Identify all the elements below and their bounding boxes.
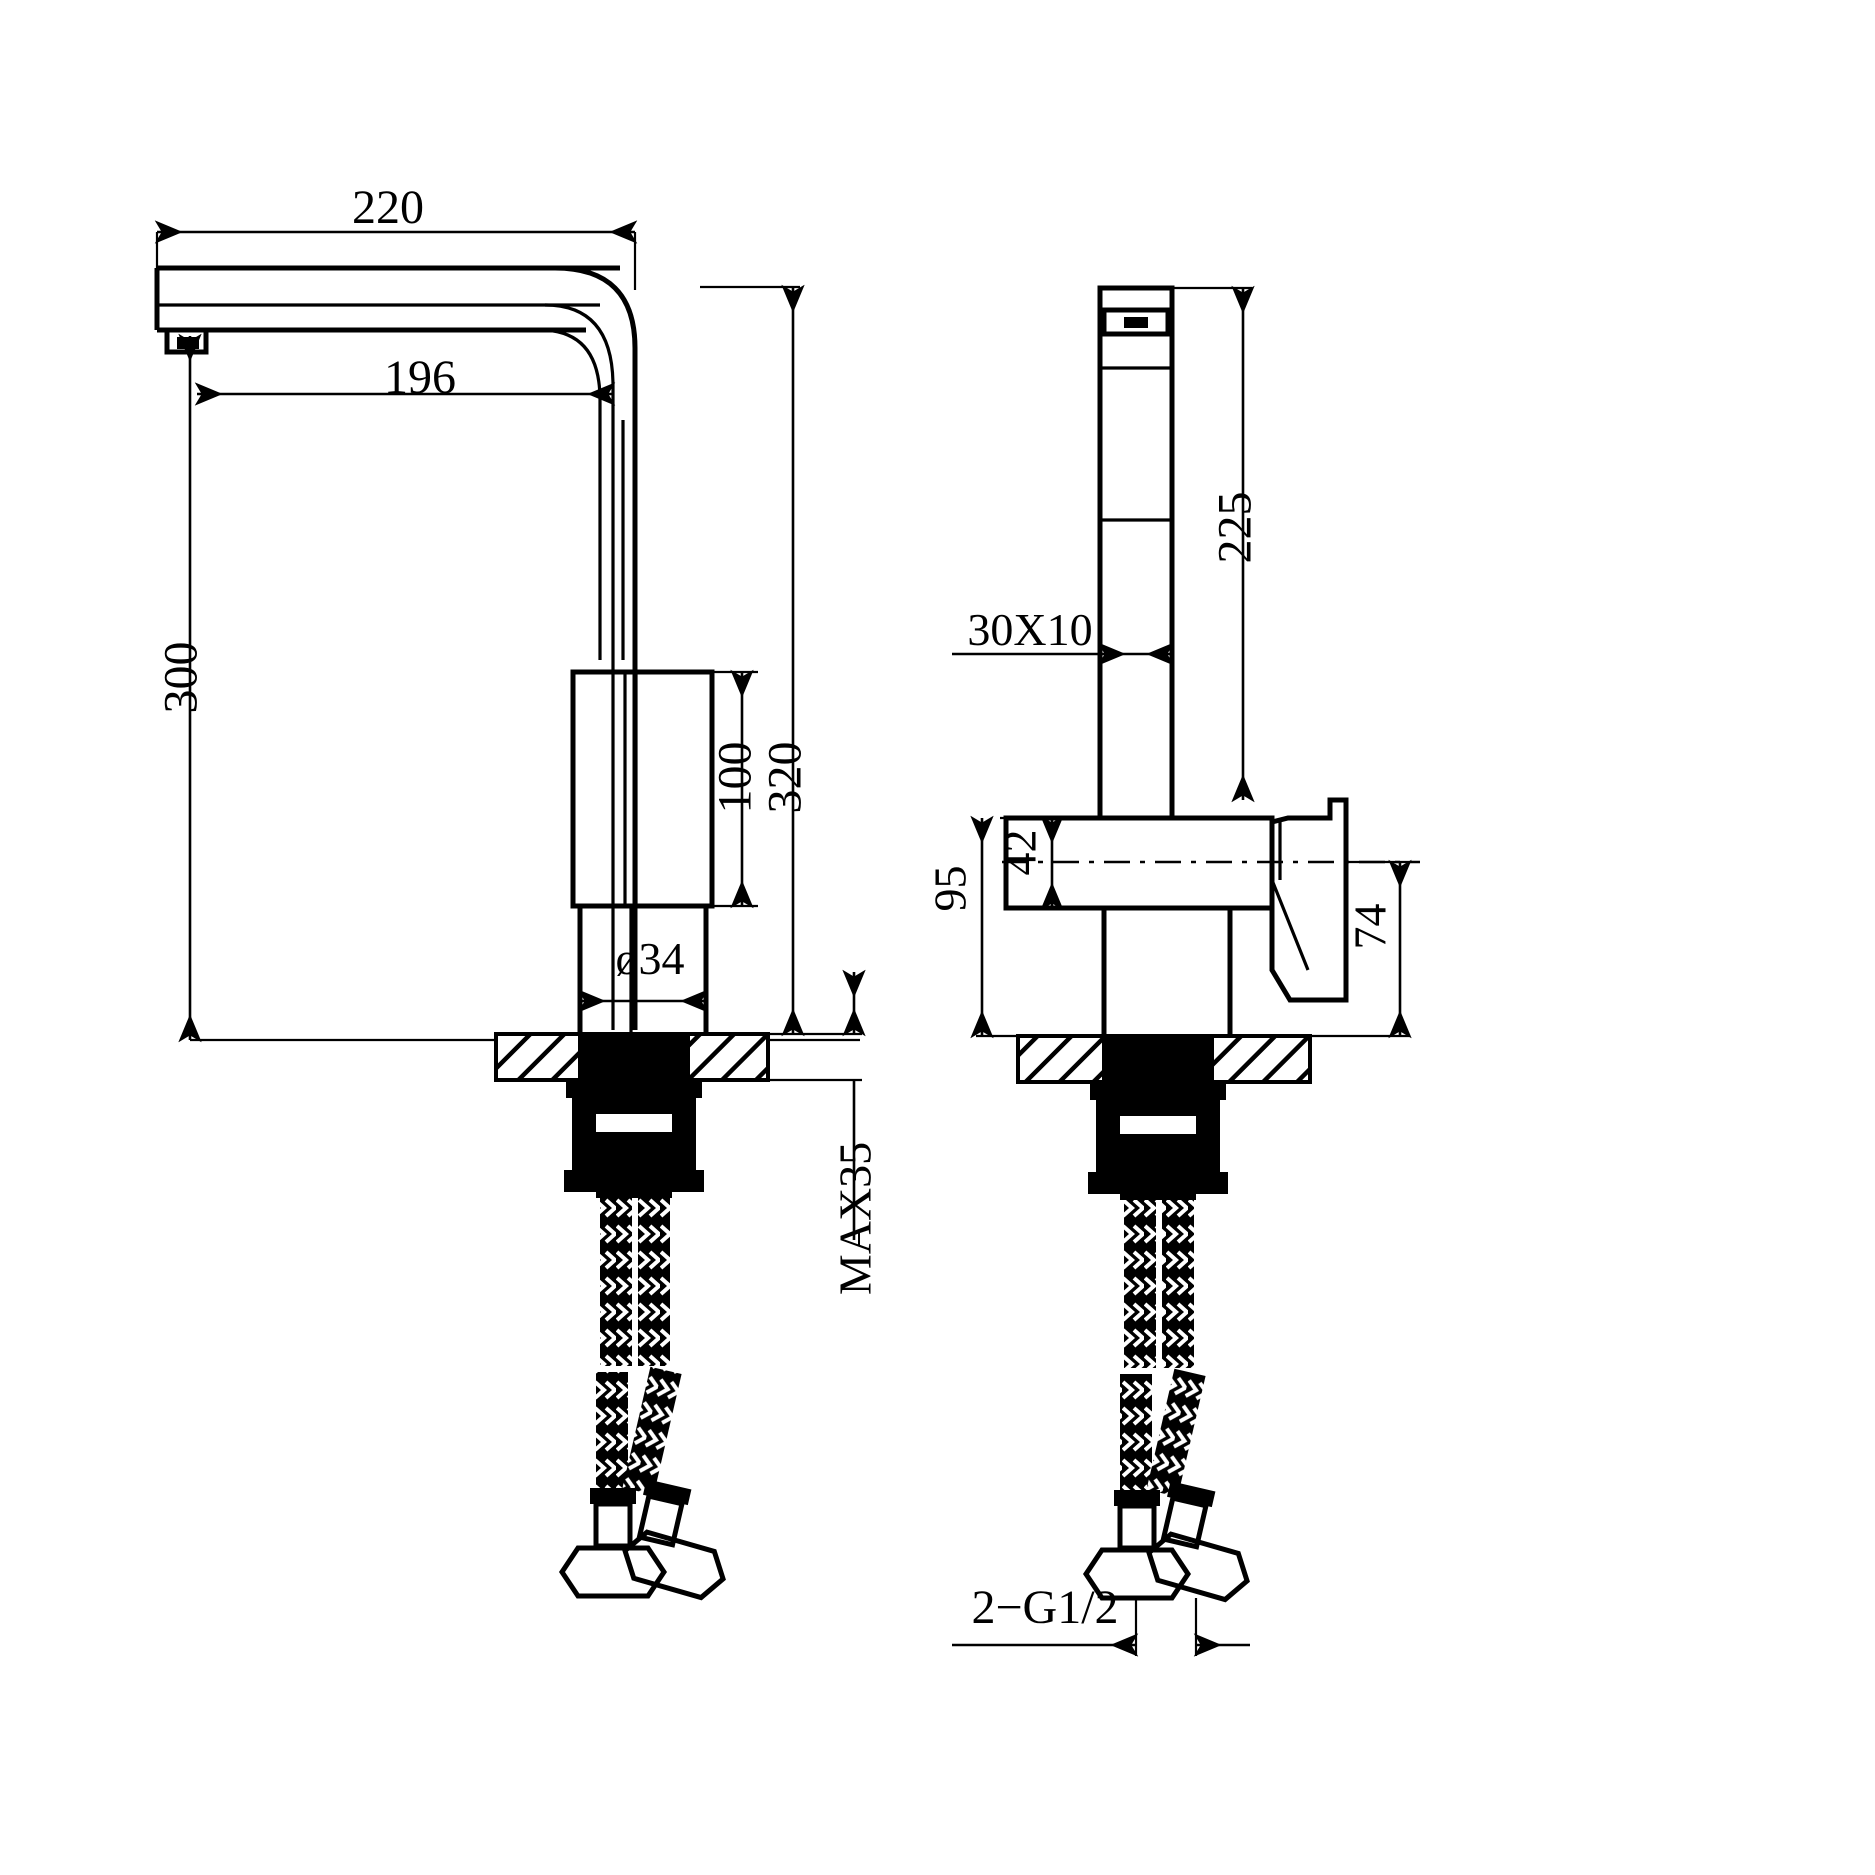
dim-label-196: 196 bbox=[384, 351, 456, 404]
dim-label-g12: 2−G1/2 bbox=[971, 1581, 1119, 1634]
dim-label-300: 300 bbox=[154, 641, 208, 714]
dim-label-max35: MAX35 bbox=[829, 1141, 881, 1296]
dim-d34-group bbox=[577, 985, 709, 1035]
front-view-group bbox=[154, 220, 866, 1601]
dim-label-42: 42 bbox=[994, 829, 1046, 876]
spout-column-side bbox=[1097, 285, 1175, 821]
side-view-group bbox=[952, 285, 1420, 1657]
mounting-hardware-side bbox=[1088, 1036, 1228, 1200]
dim-g12-group bbox=[952, 1598, 1250, 1657]
dim-label-225: 225 bbox=[1208, 491, 1262, 564]
dim-label-95: 95 bbox=[924, 865, 976, 912]
body-housing bbox=[570, 669, 715, 909]
dim-label-d34: ø34 bbox=[615, 933, 685, 984]
dim-100-group bbox=[712, 669, 758, 909]
handle-lever bbox=[1269, 797, 1349, 1003]
dim-300-group bbox=[178, 333, 860, 1043]
dim-42-group bbox=[1000, 815, 1064, 911]
flex-hoses-front bbox=[558, 1198, 726, 1601]
dim-label-30x10: 30X10 bbox=[967, 604, 1093, 655]
mounting-hardware-front bbox=[564, 1034, 704, 1198]
spout-bend-and-riser bbox=[539, 265, 638, 1030]
dim-225-group bbox=[1172, 285, 1255, 803]
flex-hoses-side bbox=[1082, 1200, 1250, 1603]
dim-label-74: 74 bbox=[1344, 903, 1396, 950]
dim-320-group bbox=[700, 284, 805, 1037]
dim-label-100: 100 bbox=[708, 741, 762, 814]
dim-label-320: 320 bbox=[758, 741, 812, 814]
dim-label-220: 220 bbox=[352, 181, 424, 234]
spout-arm bbox=[154, 265, 620, 355]
body-neck-side bbox=[1101, 908, 1233, 1036]
